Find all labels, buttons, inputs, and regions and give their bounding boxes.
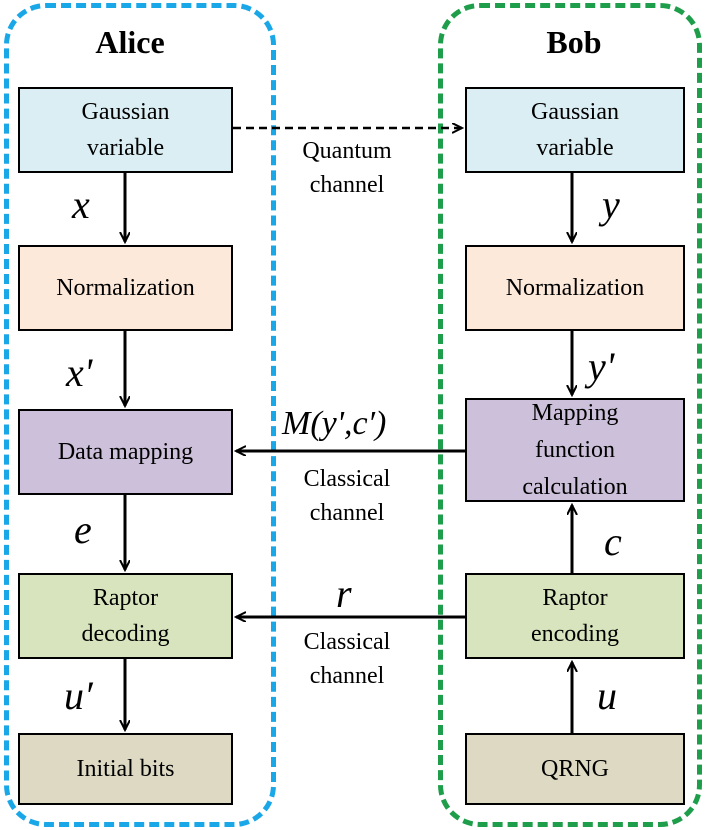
bob-gaussian-variable-box: Gaussian variable bbox=[465, 87, 685, 173]
r-message-label: r bbox=[336, 571, 352, 616]
alice-initial-bits-box: Initial bits bbox=[18, 733, 233, 805]
classical-channel-label-1: Classical channel bbox=[303, 466, 391, 526]
var-y: y bbox=[602, 182, 620, 227]
bob-raptor-encoding-box: Raptor encoding bbox=[465, 573, 685, 659]
var-x-prime: x' bbox=[66, 350, 93, 395]
bob-title: Bob bbox=[546, 24, 602, 60]
quantum-channel-label: Quantum channel bbox=[302, 138, 392, 198]
classical-channel-label-2: Classical channel bbox=[303, 629, 391, 689]
var-e: e bbox=[74, 507, 92, 552]
var-x: x bbox=[72, 182, 90, 227]
alice-title: Alice bbox=[95, 24, 165, 60]
bob-raptor-encoding-label: Raptor encoding bbox=[531, 585, 619, 647]
alice-frame bbox=[4, 3, 276, 827]
alice-initial-bits-label: Initial bits bbox=[76, 756, 175, 782]
alice-raptor-decoding-box: Raptor decoding bbox=[18, 573, 233, 659]
bob-frame bbox=[438, 3, 702, 827]
alice-gaussian-label: Gaussian variable bbox=[81, 99, 170, 161]
bob-mapping-function-box: Mapping function calculation bbox=[465, 398, 685, 502]
mapping-message-label: M(y',c′) bbox=[282, 405, 387, 442]
bob-gaussian-label: Gaussian variable bbox=[531, 99, 619, 161]
alice-normalization-label: Normalization bbox=[56, 275, 195, 301]
bob-normalization-label: Normalization bbox=[505, 275, 645, 301]
alice-data-mapping-box: Data mapping bbox=[18, 409, 233, 495]
var-c: c bbox=[604, 519, 622, 564]
alice-normalization-box: Normalization bbox=[18, 245, 233, 331]
bob-mapping-function-label: Mapping function calculation bbox=[522, 399, 628, 500]
var-y-prime: y' bbox=[588, 344, 615, 389]
alice-data-mapping-label: Data mapping bbox=[57, 439, 194, 465]
var-u: u bbox=[597, 673, 617, 718]
bob-normalization-box: Normalization bbox=[465, 245, 685, 331]
var-u-prime: u′ bbox=[64, 673, 93, 718]
bob-qrng-box: QRNG bbox=[465, 733, 685, 805]
alice-raptor-decoding-label: Raptor decoding bbox=[81, 585, 170, 647]
alice-gaussian-variable-box: Gaussian variable bbox=[18, 87, 233, 173]
bob-qrng-label: QRNG bbox=[540, 756, 609, 782]
